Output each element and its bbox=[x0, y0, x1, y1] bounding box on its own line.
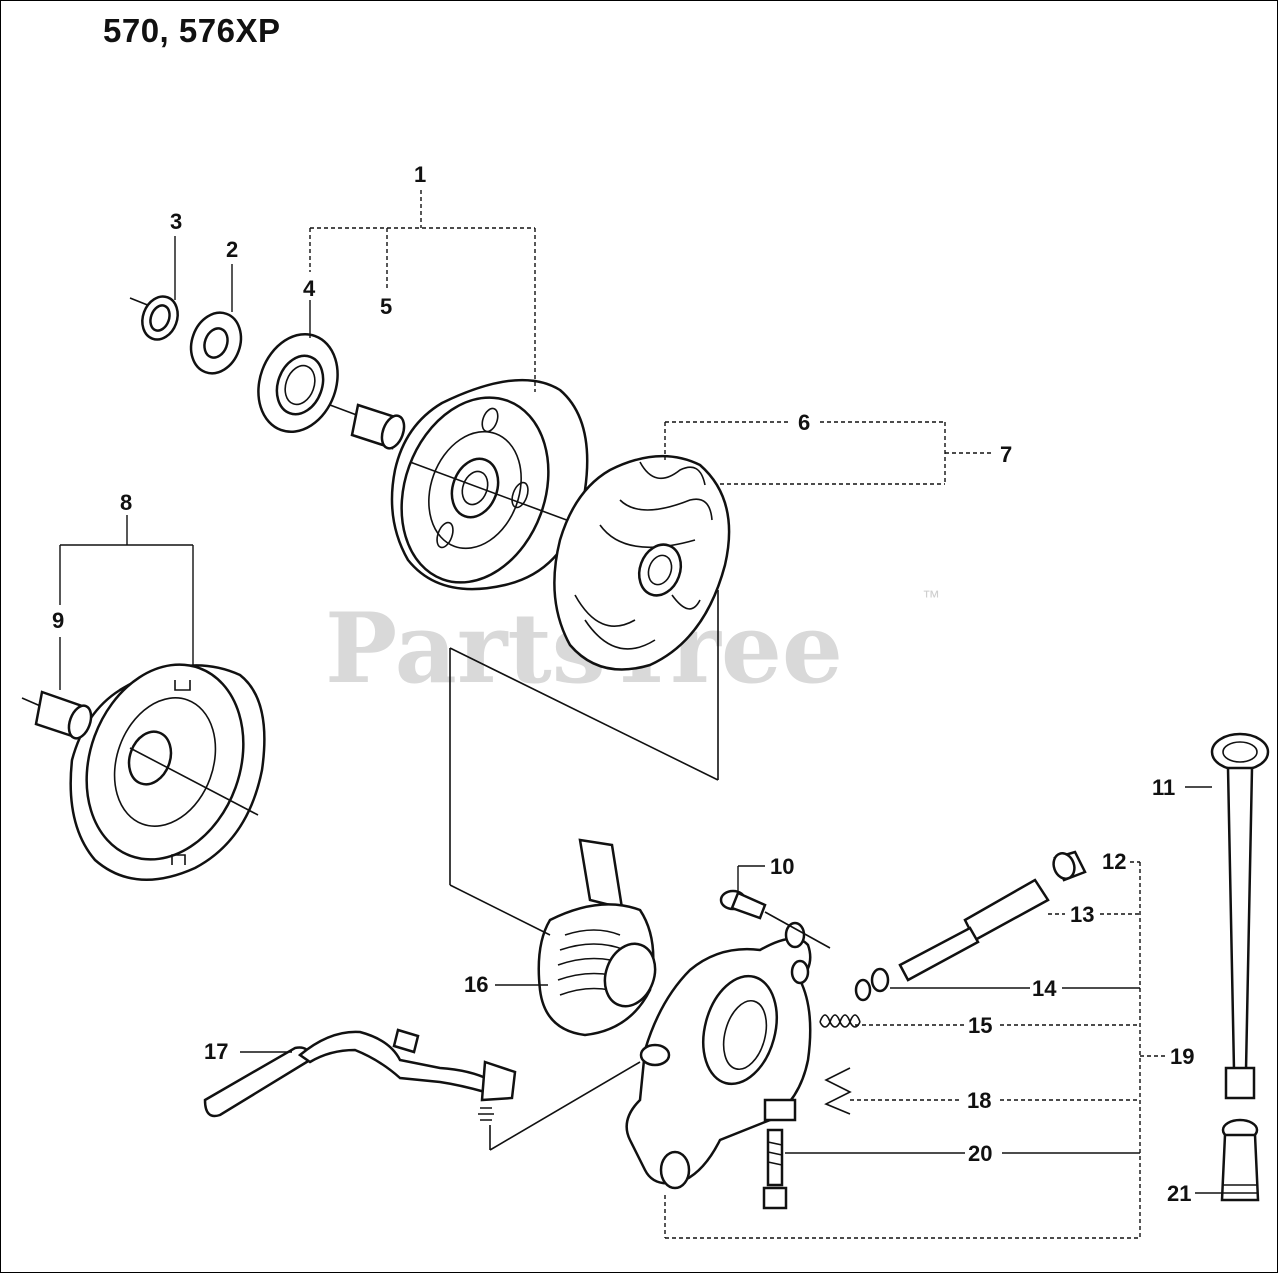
part-9-needle-bearing[interactable] bbox=[21, 690, 95, 741]
part-13-piston[interactable] bbox=[898, 878, 1050, 982]
callout-14[interactable]: 14 bbox=[1032, 976, 1057, 1001]
bracket-19 bbox=[664, 861, 1165, 1239]
part-2-washer[interactable] bbox=[183, 306, 249, 381]
part-16-worm-gear[interactable] bbox=[537, 838, 664, 1037]
callout-9[interactable]: 9 bbox=[52, 608, 64, 633]
part-12-cap[interactable] bbox=[1050, 850, 1087, 882]
part-1-clutch-drum[interactable] bbox=[377, 377, 589, 603]
part-8-clutch-drum-alt[interactable] bbox=[60, 642, 269, 881]
part-18-plug[interactable] bbox=[824, 1067, 852, 1115]
callout-17[interactable]: 17 bbox=[204, 1039, 228, 1064]
callout-21[interactable]: 21 bbox=[1167, 1181, 1191, 1206]
part-11-oil-pipe[interactable] bbox=[1210, 732, 1270, 1100]
callout-7[interactable]: 7 bbox=[1000, 442, 1012, 467]
callout-5[interactable]: 5 bbox=[380, 294, 392, 319]
part-17-pump-lever[interactable] bbox=[203, 1028, 517, 1121]
alignment-lines bbox=[449, 590, 719, 1151]
callout-4[interactable]: 4 bbox=[303, 276, 316, 301]
part-20-adjusting-screw[interactable] bbox=[762, 1128, 788, 1210]
callout-8[interactable]: 8 bbox=[120, 490, 132, 515]
part-19-oil-pump-body[interactable] bbox=[625, 921, 812, 1190]
callout-15[interactable]: 15 bbox=[968, 1013, 992, 1038]
part-5-needle-bearing[interactable] bbox=[329, 403, 408, 451]
part-4-rim-sprocket[interactable] bbox=[245, 323, 351, 443]
callout-13[interactable]: 13 bbox=[1070, 902, 1094, 927]
callout-10[interactable]: 10 bbox=[770, 854, 794, 879]
part-21-oil-filter[interactable] bbox=[1220, 1118, 1260, 1202]
part-10-screw[interactable] bbox=[719, 889, 831, 949]
callout-18[interactable]: 18 bbox=[967, 1088, 991, 1113]
callout-3[interactable]: 3 bbox=[170, 209, 182, 234]
callout-20[interactable]: 20 bbox=[968, 1141, 992, 1166]
callout-2[interactable]: 2 bbox=[226, 237, 238, 262]
page-title: 570, 576XP bbox=[103, 12, 281, 49]
bracket-8 bbox=[59, 515, 194, 690]
part-3-circlip[interactable] bbox=[129, 292, 183, 345]
part-15-spring[interactable] bbox=[819, 1014, 861, 1028]
callout-11[interactable]: 11 bbox=[1152, 775, 1175, 800]
bracket-6-7 bbox=[664, 421, 992, 485]
bracket-1 bbox=[309, 190, 536, 392]
callout-12[interactable]: 12 bbox=[1102, 849, 1126, 874]
callout-16[interactable]: 16 bbox=[464, 972, 488, 997]
part-6-clutch-assembly[interactable] bbox=[553, 454, 731, 671]
watermark-trademark: ™ bbox=[922, 587, 940, 607]
callout-19[interactable]: 19 bbox=[1170, 1044, 1194, 1069]
callout-1[interactable]: 1 bbox=[414, 162, 426, 187]
callout-6[interactable]: 6 bbox=[798, 410, 810, 435]
part-14-washer[interactable] bbox=[854, 967, 890, 1002]
